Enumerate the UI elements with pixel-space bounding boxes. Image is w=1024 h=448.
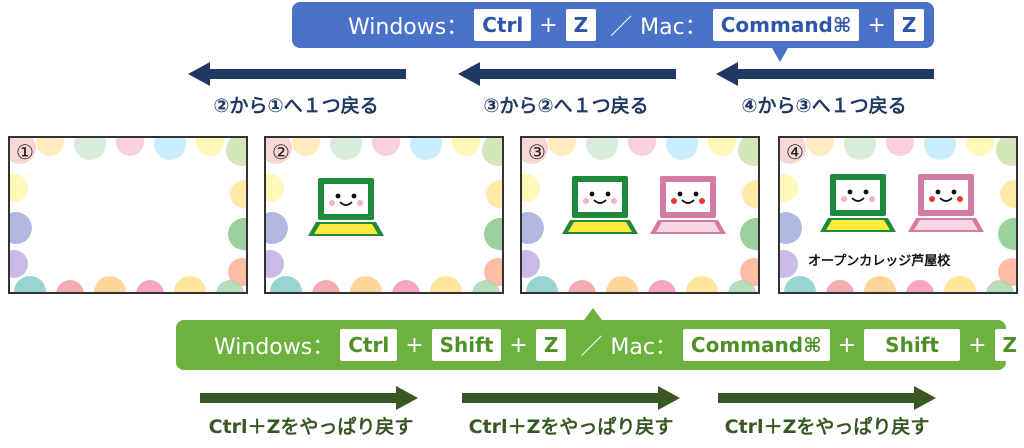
pink-computer-icon <box>649 176 727 235</box>
z-key: Z <box>893 9 925 41</box>
shift-key: Shift <box>431 329 502 361</box>
separator: ／ <box>610 15 633 40</box>
ctrl-key: Ctrl <box>474 9 532 41</box>
separator: ／ <box>580 335 603 360</box>
green-computer-icon <box>307 178 385 237</box>
command-key: Command⌘ <box>682 329 830 361</box>
redo-step-label: Ctrl＋Zをやっぱり戻す <box>208 416 414 438</box>
mac-label: Mac： <box>640 15 707 40</box>
pink-computer-icon <box>907 174 985 233</box>
undo-step-label: ③から②へ１つ戻る <box>483 95 649 117</box>
windows-label: Windows： <box>348 15 469 40</box>
green-computer-icon <box>819 174 897 233</box>
school-name-caption: オープンカレッジ芦屋校 <box>808 254 951 269</box>
panel-number: ③ <box>528 140 546 164</box>
state-panel-3: ③ <box>520 136 760 294</box>
right-arrow-icon <box>200 386 418 410</box>
undo-step-label: ②から①へ１つ戻る <box>213 95 379 117</box>
plus-sign: + <box>837 332 857 358</box>
undo-step-label: ④から③へ１つ戻る <box>741 95 907 117</box>
banner-pointer <box>584 308 602 320</box>
plus-sign: + <box>405 332 424 358</box>
plus-sign: + <box>539 12 558 38</box>
state-panel-1: ① <box>8 136 248 294</box>
banner-pointer <box>772 48 788 62</box>
green-computer-icon <box>561 176 639 235</box>
left-arrow-icon <box>458 62 676 86</box>
z-key: Z <box>994 329 1024 361</box>
mac-label: Mac： <box>610 335 677 360</box>
panel-number: ① <box>16 140 34 164</box>
state-panel-4: ④ オープンカレッジ芦屋校 <box>778 136 1018 294</box>
command-key: Command⌘ <box>712 9 860 41</box>
state-panel-2: ② <box>264 136 504 294</box>
plus-sign: + <box>968 332 987 358</box>
z-key: Z <box>535 329 567 361</box>
left-arrow-icon <box>188 62 406 86</box>
panel-number: ② <box>272 140 290 164</box>
windows-label: Windows： <box>214 335 335 360</box>
plus-sign: + <box>867 12 886 38</box>
undo-shortcut-banner: Windows： Ctrl + Z ／ Mac： Command⌘ + Z <box>292 2 934 48</box>
right-arrow-icon <box>718 386 936 410</box>
shift-key: Shift <box>864 329 961 361</box>
confetti-background <box>10 138 246 292</box>
ctrl-key: Ctrl <box>340 329 398 361</box>
plus-sign: + <box>509 332 528 358</box>
redo-step-label: Ctrl＋Zをやっぱり戻す <box>468 416 674 438</box>
redo-step-label: Ctrl＋Zをやっぱり戻す <box>724 416 930 438</box>
redo-shortcut-banner: Windows： Ctrl + Shift + Z ／ Mac： Command… <box>176 320 1024 370</box>
right-arrow-icon <box>462 386 680 410</box>
z-key: Z <box>565 9 597 41</box>
left-arrow-icon <box>716 62 934 86</box>
panel-number: ④ <box>786 140 804 164</box>
